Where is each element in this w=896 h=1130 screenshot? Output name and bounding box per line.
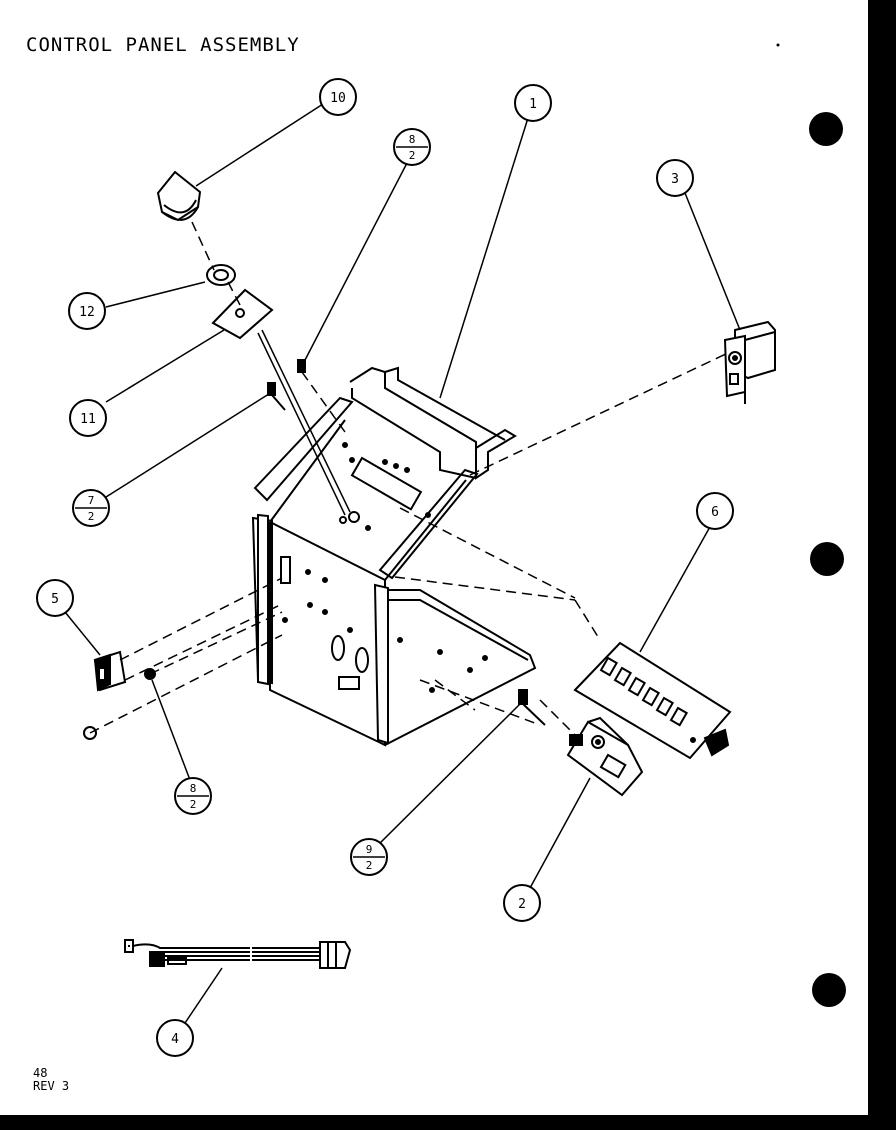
callout-3: 3	[656, 159, 694, 197]
scan-edge-right	[868, 0, 896, 1130]
svg-text:1: 1	[529, 97, 537, 112]
page-number: 48	[33, 1066, 48, 1080]
callout-9-over-2: 9 2	[350, 838, 388, 876]
binder-hole-top	[809, 112, 843, 146]
callout-7-over-2: 7 2	[72, 489, 110, 527]
binder-hole-bottom	[812, 973, 846, 1007]
callout-5: 5	[36, 579, 74, 617]
knob-shaft-line	[257, 332, 346, 516]
svg-text:5: 5	[51, 592, 59, 607]
callout-11: 11	[69, 399, 107, 437]
screw-9	[518, 689, 546, 726]
part-11-plate	[211, 288, 274, 340]
speck-mark	[776, 43, 780, 47]
callout-12: 12	[68, 292, 106, 330]
svg-text:8: 8	[190, 782, 197, 795]
part-4-wire-harness	[124, 939, 352, 969]
svg-text:2: 2	[88, 510, 95, 523]
page-footer: 48 REV 3	[33, 1067, 69, 1093]
svg-text:3: 3	[671, 172, 679, 187]
part-12-washer	[206, 264, 236, 286]
callout-8-over-2-top: 8 2	[393, 128, 431, 166]
svg-text:2: 2	[518, 897, 526, 912]
callout-6: 6	[696, 492, 734, 530]
callout-8-over-2-bottom: 8 2	[174, 777, 212, 815]
svg-text:2: 2	[366, 859, 373, 872]
assembly-guide-lines	[89, 221, 731, 736]
part-10-knob	[156, 170, 202, 222]
callout-4: 4	[156, 1019, 194, 1057]
callout-2: 2	[503, 884, 541, 922]
binder-hole-middle	[810, 542, 844, 576]
binder-holes	[809, 112, 846, 1007]
scan-edge-bottom	[0, 1115, 896, 1130]
svg-text:7: 7	[88, 494, 95, 507]
part-1-top-bracket	[342, 366, 517, 511]
svg-text:2: 2	[409, 149, 416, 162]
svg-text:9: 9	[366, 843, 373, 856]
svg-text:2: 2	[190, 798, 197, 811]
screw-7	[267, 382, 286, 411]
part-6-switch-board	[573, 641, 732, 760]
revision-label: REV 3	[33, 1079, 70, 1093]
part-5-rocker-switch	[83, 650, 127, 740]
screw-8-top	[297, 359, 306, 373]
svg-text:10: 10	[330, 91, 346, 106]
callout-1: 1	[514, 84, 552, 122]
svg-text:11: 11	[80, 412, 96, 427]
leader-lines	[64, 103, 741, 1024]
svg-text:8: 8	[409, 133, 416, 146]
part-3-relay	[723, 320, 776, 404]
part-2-control-switch	[566, 716, 644, 797]
diagram-title: CONTROL PANEL ASSEMBLY	[26, 34, 300, 56]
svg-text:4: 4	[171, 1032, 179, 1047]
control-box-chassis	[251, 396, 537, 747]
svg-text:12: 12	[79, 305, 95, 320]
knob-shaft-line-2	[261, 329, 351, 513]
svg-text:6: 6	[711, 505, 719, 520]
callout-10: 10	[319, 78, 357, 116]
